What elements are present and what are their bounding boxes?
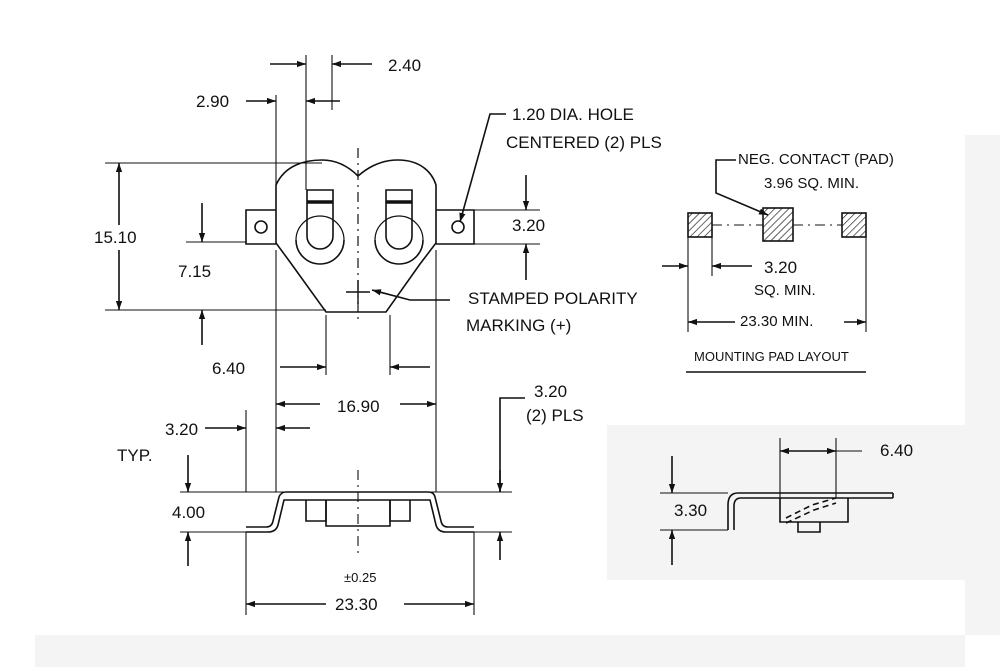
dim-label-2-90: 2.90	[196, 92, 230, 111]
neg-contact-line-2: 3.96 SQ. MIN.	[764, 175, 860, 192]
detail-view	[660, 438, 894, 565]
side-view-outline	[246, 470, 474, 555]
pad-layout-title: MOUNTING PAD LAYOUT	[694, 349, 849, 364]
dim-label-15-10: 15.10	[94, 228, 137, 247]
dim-label-16-90: 16.90	[337, 397, 380, 416]
typ-label: TYP.	[117, 446, 153, 465]
dim-label-23-30: 23.30	[335, 595, 378, 614]
detail-dim-label-3-30: 3.30	[674, 501, 708, 520]
contact-right	[374, 189, 424, 265]
hole-note-line-2: CENTERED (2) PLS	[506, 133, 662, 152]
pad-dim-label-23-30-min: 23.30 MIN.	[740, 313, 814, 330]
tolerance-label: ±0.25	[344, 570, 377, 585]
neg-contact-line-1: NEG. CONTACT (PAD)	[738, 151, 894, 168]
dim-label-7-15: 7.15	[178, 262, 212, 281]
hole-note-line-1: 1.20 DIA. HOLE	[512, 105, 634, 124]
dim-label-2-40: 2.40	[388, 56, 422, 75]
polarity-note-line-1: STAMPED POLARITY	[468, 289, 638, 308]
pad-sq-min-label: SQ. MIN.	[754, 282, 816, 299]
contact-left	[295, 189, 345, 265]
pad-layout	[662, 159, 867, 373]
background-panel-right	[965, 135, 1000, 635]
dim-label-4-00: 4.00	[172, 503, 206, 522]
pad-dim-label-3-20: 3.20	[764, 258, 798, 277]
detail-dim-label-6-40: 6.40	[880, 441, 914, 460]
background-panel-bottom	[35, 635, 965, 667]
dim-label-pls: (2) PLS	[526, 406, 584, 425]
dim-label-3-20-tab: 3.20	[512, 216, 546, 235]
dim-label-6-40: 6.40	[212, 359, 246, 378]
dim-label-3-20-pls: 3.20	[534, 382, 568, 401]
top-view-outline	[245, 159, 475, 313]
polarity-note-line-2: MARKING (+)	[466, 316, 572, 335]
dim-label-3-20-typ: 3.20	[165, 420, 199, 439]
